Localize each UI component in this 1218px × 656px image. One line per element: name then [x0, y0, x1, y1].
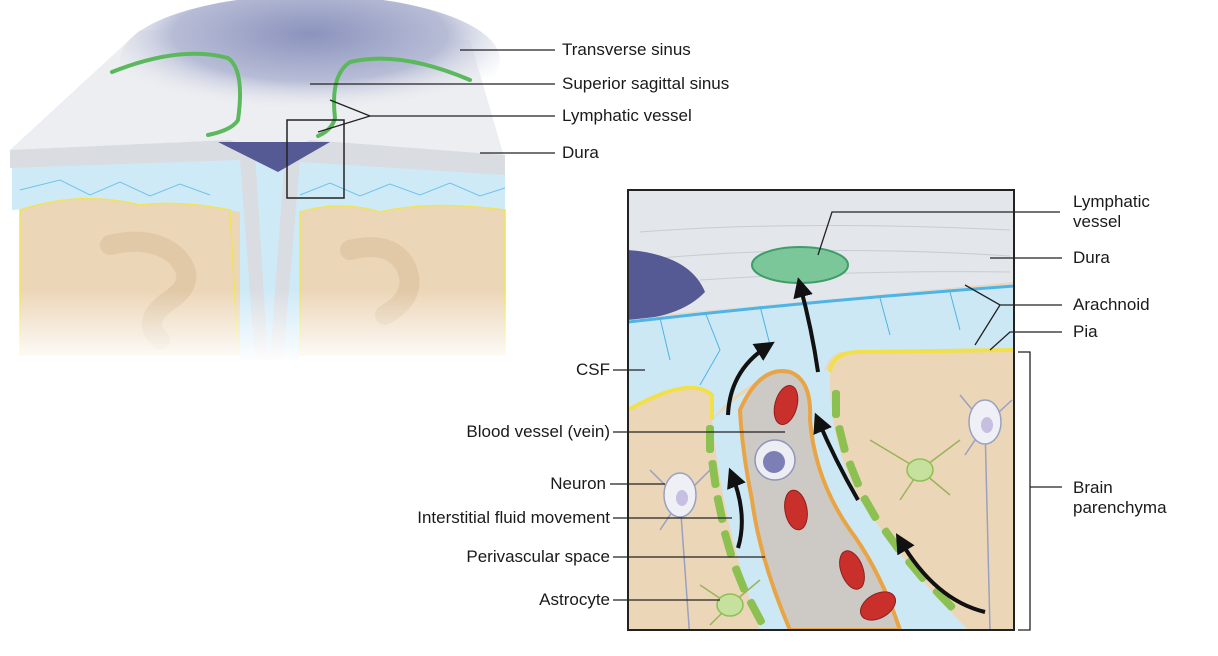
- leader-pia: [989, 331, 1062, 351]
- inset-leaders: [610, 211, 1062, 631]
- label-transverse-sinus: Transverse sinus: [562, 40, 691, 59]
- flow-arrow-right-middle: [813, 412, 860, 501]
- inset-lymphatic-vessel: [751, 246, 849, 284]
- label-perivascular-space: Perivascular space: [466, 547, 610, 566]
- astrocyte-cell-left: [699, 579, 761, 626]
- inset-arachnoid-web: [659, 291, 961, 386]
- overview-fade: [0, 290, 520, 365]
- label-lymphatic-vessel-inset: Lymphatic vessel: [1073, 192, 1150, 232]
- neuron-left: [649, 469, 711, 630]
- label-csf: CSF: [576, 360, 610, 379]
- flow-arrow-right-lower: [895, 533, 986, 614]
- label-lymphatic-line2: vessel: [1073, 212, 1122, 231]
- lymphatic-vessel-right: [316, 56, 472, 138]
- inset-sinus: [628, 250, 705, 320]
- arachnoid-web: [19, 179, 506, 197]
- leader-lymphatic-vessel-2: [329, 99, 371, 117]
- label-lymphatic-line1: Lymphatic: [1073, 192, 1150, 211]
- overview-illustration: [0, 0, 520, 365]
- flow-arrow-left-lower: [727, 467, 746, 549]
- inset-pia-left: [628, 385, 714, 420]
- inset-pia-right: [828, 348, 1014, 373]
- label-pia: Pia: [1073, 322, 1098, 341]
- label-neuron: Neuron: [550, 474, 606, 493]
- label-brain-line2: parenchyma: [1073, 498, 1167, 517]
- label-brain-line1: Brain: [1073, 478, 1113, 497]
- label-blood-vessel: Blood vessel (vein): [466, 422, 610, 441]
- interstitial-flow-arrows: [726, 277, 986, 614]
- label-arachnoid: Arachnoid: [1073, 295, 1150, 314]
- flow-arrow-lymphatic: [793, 277, 820, 373]
- astrocyte-cell-right: [869, 439, 961, 501]
- leader-arachnoid-2: [974, 304, 1001, 346]
- neuron-right: [959, 394, 1013, 630]
- sagittal-sinus-overview: [218, 142, 330, 172]
- leader-lymphatic-vessel-inset: [817, 211, 1060, 256]
- white-blood-cell-nucleus: [763, 451, 785, 473]
- dura-edge: [10, 140, 268, 360]
- sinus-haze: [120, 0, 500, 125]
- zoom-box: [286, 119, 345, 199]
- inset-csf: [628, 284, 1014, 420]
- label-superior-sagittal-sinus: Superior sagittal sinus: [562, 74, 730, 93]
- label-brain-parenchyma: Brain parenchyma: [1073, 478, 1167, 518]
- label-dura-top: Dura: [562, 143, 599, 162]
- overview-leaders: [310, 49, 555, 154]
- label-astrocyte: Astrocyte: [539, 590, 610, 609]
- lymphatic-vessel-left: [110, 51, 242, 137]
- inset-frame: [627, 189, 1015, 631]
- label-lymphatic-vessel-top: Lymphatic vessel: [562, 106, 692, 125]
- inset-arachnoid: [628, 284, 1014, 324]
- inset-detail: [628, 190, 1014, 630]
- label-dura: Dura: [1073, 248, 1110, 267]
- red-blood-cells: [773, 384, 897, 621]
- label-interstitial-fluid: Interstitial fluid movement: [417, 508, 610, 527]
- flow-arrow-left-upper: [726, 341, 775, 416]
- brain-parenchyma-bracket: [1018, 351, 1031, 631]
